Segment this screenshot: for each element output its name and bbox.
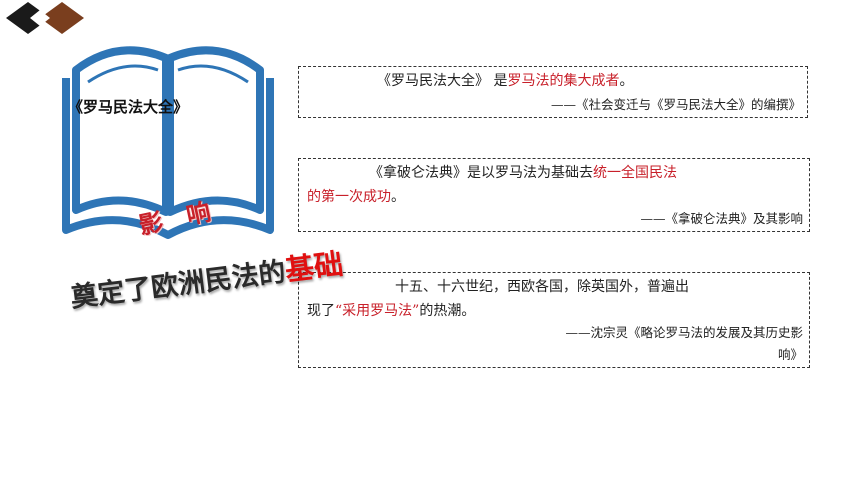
banner-highlight: 基础 [283, 246, 345, 288]
quote3-text-a: 现了 [307, 303, 335, 319]
quote2-text-a: 《拿破仑法典》是以罗马法为基础去 [369, 165, 593, 181]
quote3-source-line2: 响》 [777, 347, 803, 362]
quote2-line2: 的第一次成功。 [307, 185, 405, 209]
corner-diamonds-decoration [6, 2, 84, 34]
quote2-text-d: 。 [391, 189, 405, 205]
dark-diamond [6, 2, 50, 34]
quote3-text-c: 的热潮。 [419, 303, 476, 319]
quote1-source: ——《社会变迁与《罗马民法大全》的编撰》 [550, 97, 801, 112]
quote-box-corpus-juris: 《罗马民法大全》 是罗马法的集大成者。 ——《社会变迁与《罗马民法大全》的编撰》 [298, 66, 808, 118]
quote1-highlight: 罗马法的集大成者 [507, 73, 620, 89]
quote3-highlight: “采用罗马法” [335, 303, 420, 319]
open-book-icon [62, 46, 274, 239]
book-title: 《罗马民法大全》 [68, 98, 189, 116]
quote2-highlight-b: 的第一次成功 [307, 189, 391, 205]
quote3-source-line1: ——沈宗灵《略论罗马法的发展及其历史影 [565, 325, 803, 340]
quote1-text-a: 《罗马民法大全》 是 [377, 73, 508, 89]
quote2-highlight-a: 统一全国民法 [593, 165, 677, 181]
quote3-line1: 十五、十六世纪，西欧各国，除英国外，普遍出 [395, 279, 689, 295]
quote-box-napoleonic-code: 《拿破仑法典》是以罗马法为基础去统一全国民法 的第一次成功。 ——《拿破仑法典》… [298, 158, 810, 232]
diamond-gap [30, 10, 50, 26]
quote3-line2: 现了“采用罗马法”的热潮。 [307, 299, 475, 323]
quote1-text: 《罗马民法大全》 是罗马法的集大成者。 [377, 69, 633, 93]
quote1-text-c: 。 [619, 73, 634, 89]
quote2-source: ——《拿破仑法典》及其影响 [640, 211, 803, 226]
quote2-line1: 《拿破仑法典》是以罗马法为基础去统一全国民法 [369, 161, 677, 185]
banner-text: 奠定了欧洲民法的 [69, 256, 288, 314]
quote-box-reception: 十五、十六世纪，西欧各国，除英国外，普遍出 现了“采用罗马法”的热潮。 ——沈宗… [298, 272, 810, 368]
brown-diamond [40, 2, 84, 34]
